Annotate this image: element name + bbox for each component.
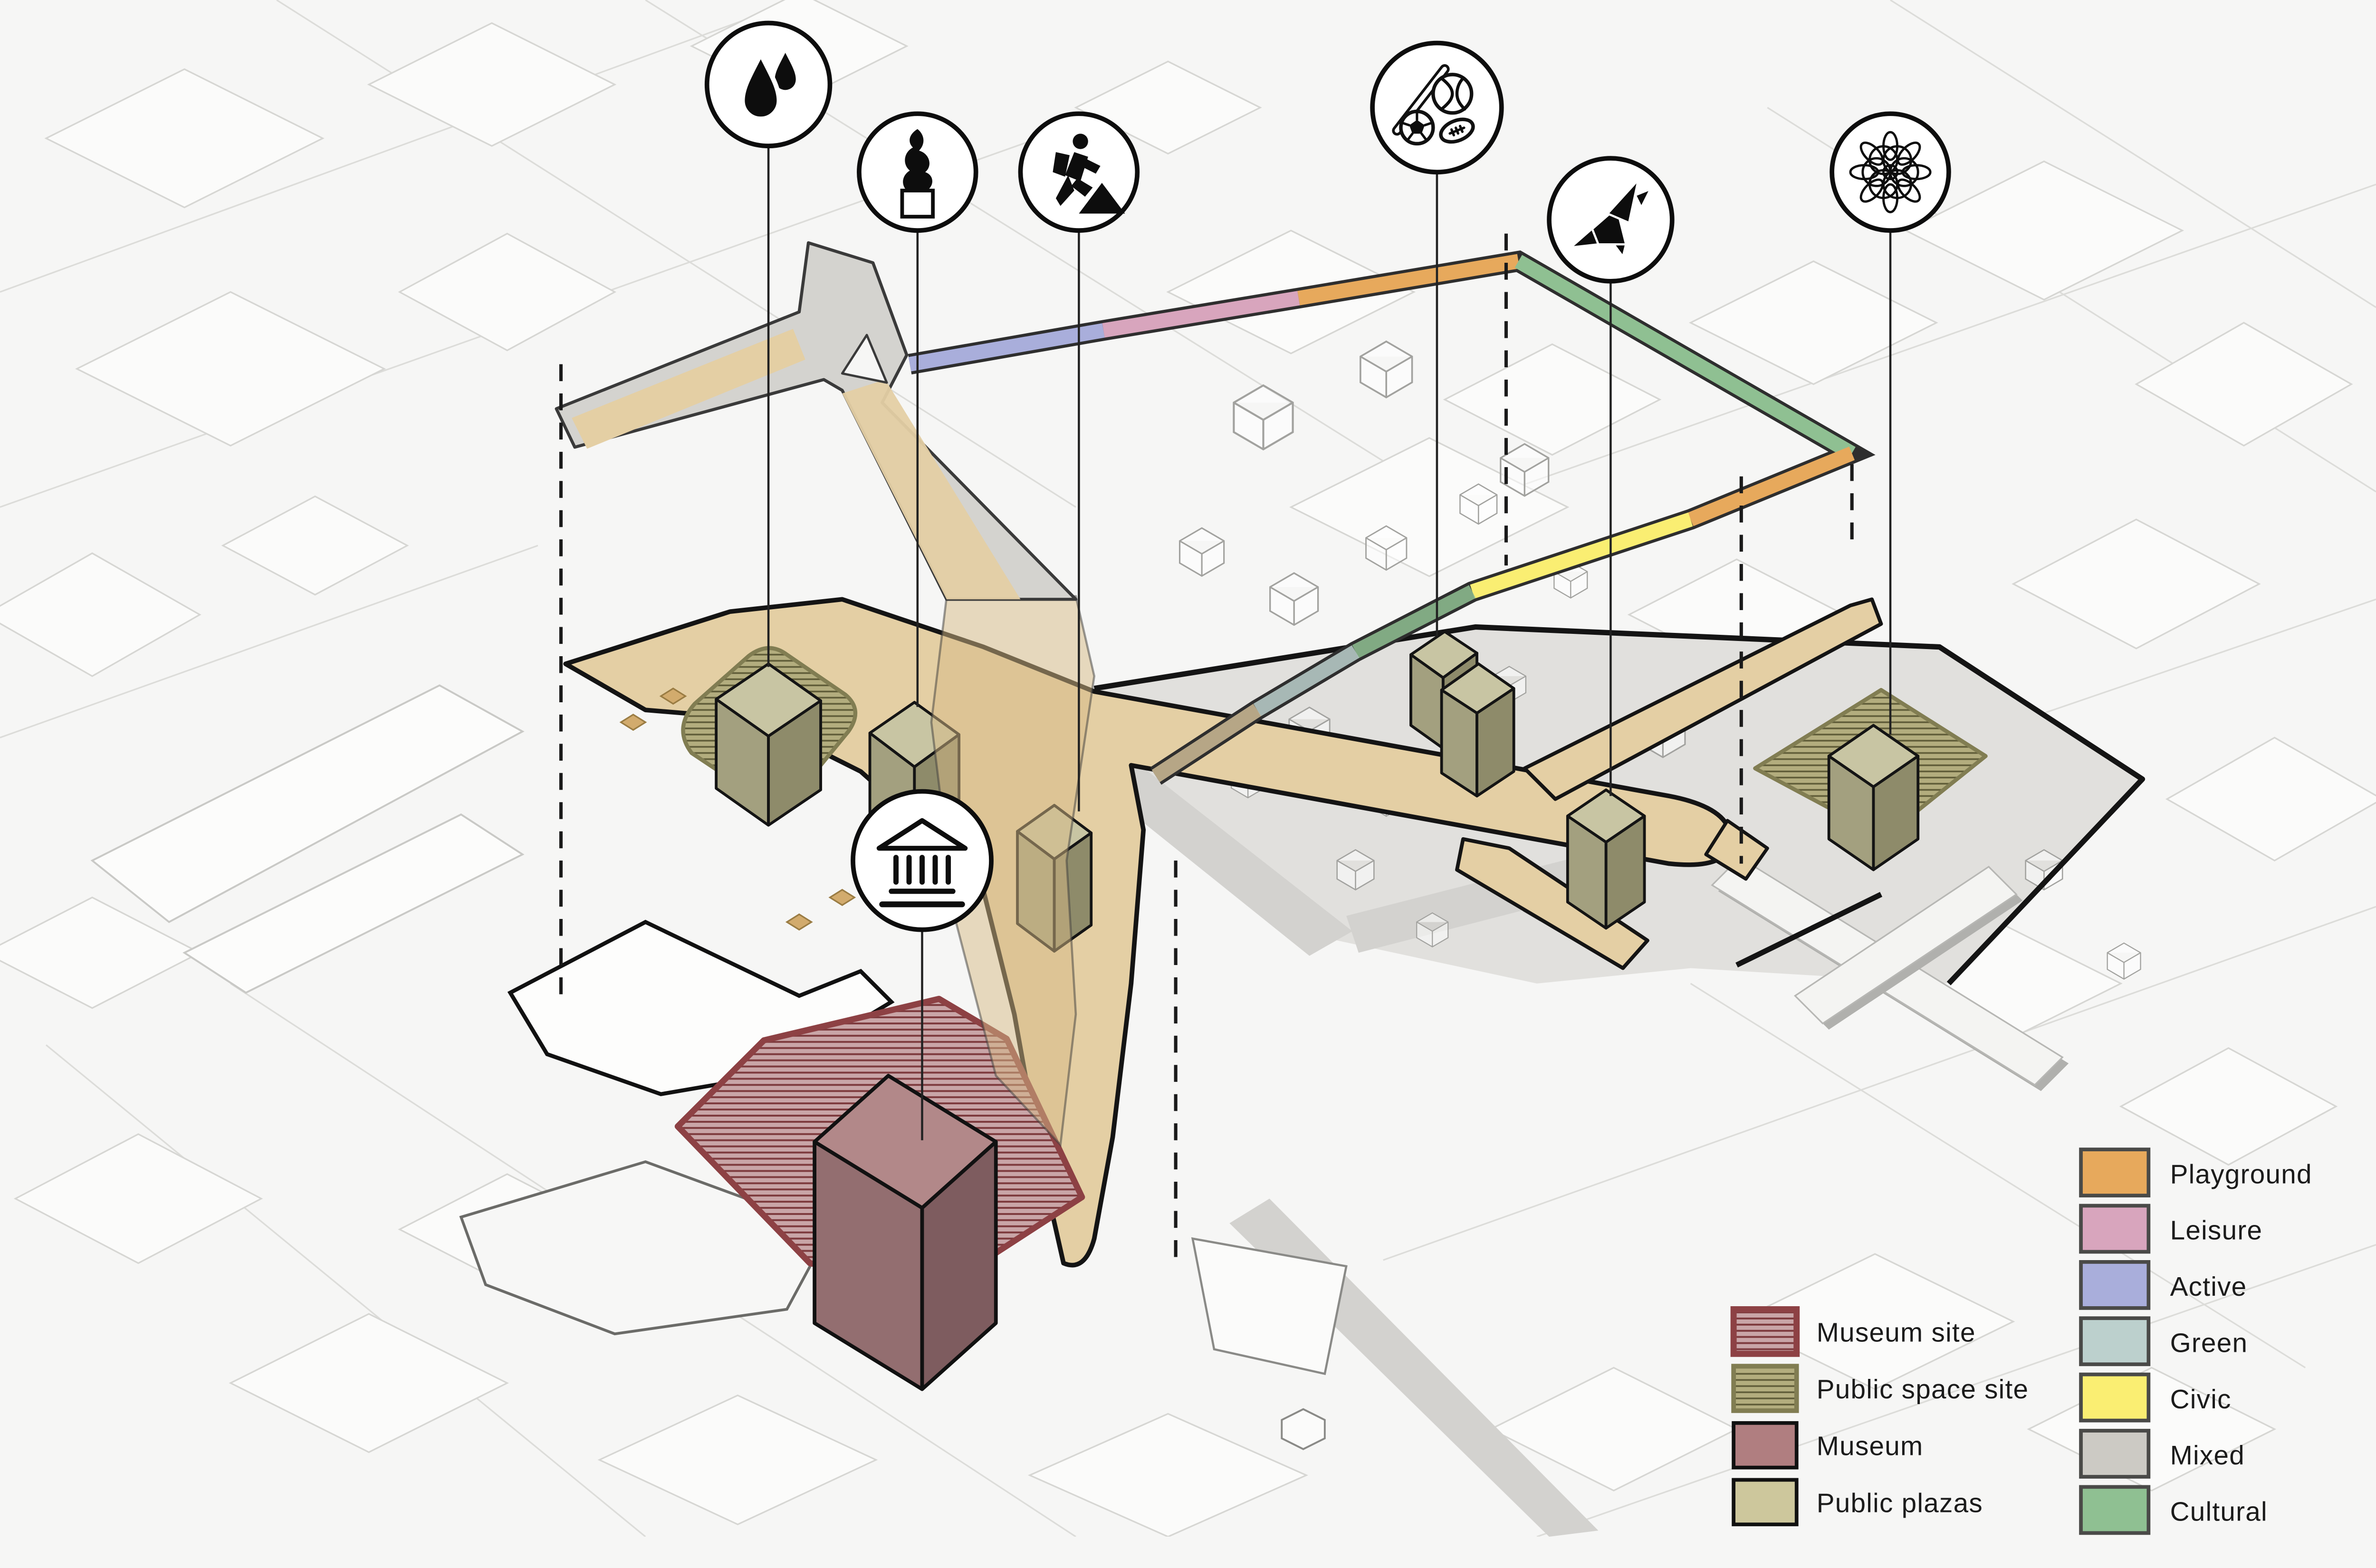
legend-label: Leisure [2170,1215,2263,1245]
program-loop-segments [908,254,1856,783]
legend-item-playground: Playground [2079,1147,2312,1198]
museum-icon [851,789,994,932]
segment-civic [1470,512,1693,599]
legend-sites: Museum site Public space site Museum Pub… [1730,1306,2029,1527]
legend: Museum site Public space site Museum Pub… [1730,1147,2312,1535]
plaza-pavilion-cube-mandala [1827,724,1920,871]
legend-item-active: Active [2079,1260,2247,1310]
ramp-opening [841,334,888,384]
legend-programs: Playground Leisure Active Green Civic Mi… [2079,1147,2312,1535]
plaza-planters [619,687,856,931]
public-art-icon [857,111,978,233]
segment-playground [1297,254,1520,306]
sports-icon [1370,40,1504,175]
segment-playground-2 [1687,446,1855,526]
legend-label: Cultural [2170,1497,2268,1527]
legend-label: Public plazas [1817,1488,1983,1518]
museum-building [813,1074,998,1391]
right-cross-roads [1711,856,2069,1091]
legend-item-cultural: Cultural [2079,1485,2268,1535]
segment-cultural-2 [1352,585,1476,658]
legend-label: Civic [2170,1384,2232,1414]
segment-cultural [1514,255,1856,460]
legend-item-civic: Civic [2079,1372,2232,1423]
segment-active [908,323,1105,372]
mandala-icon [1830,111,1951,233]
legend-label: Active [2170,1272,2247,1301]
legend-item-leisure: Leisure [2079,1204,2263,1254]
segment-descent [1151,704,1261,783]
elevated-ramp-structure [555,241,1078,601]
hiking-icon [1018,111,1140,233]
legend-item-mixed: Mixed [2079,1429,2245,1479]
legend-label: Playground [2170,1159,2312,1189]
loop-cube-front [1440,662,1515,798]
legend-label: Museum [1817,1431,1924,1461]
projection-dashed-lines [559,233,1854,1266]
legend-label: Green [2170,1328,2248,1358]
legend-item-museum-site: Museum site [1730,1306,1976,1357]
legend-item-museum: Museum [1732,1421,1924,1470]
legend-label: Mixed [2170,1440,2245,1470]
public-plaza-ground [563,597,1883,1268]
legend-item-public-plazas: Public plazas [1732,1478,1983,1527]
segment-green [1253,645,1360,717]
legend-item-public-space-site: Public space site [1731,1364,2029,1413]
legend-label: Public space site [1817,1374,2029,1404]
water-feature-icon [704,20,833,149]
plaza-pavilion-cube-water [715,662,822,827]
plaza-pavilion-cube-origami [1566,788,1646,930]
legend-item-green: Green [2079,1316,2248,1367]
segment-leisure [1102,291,1300,338]
icon-connector-lines [767,146,1892,1140]
origami-icon [1547,156,1675,284]
legend-label: Museum site [1817,1317,1976,1347]
